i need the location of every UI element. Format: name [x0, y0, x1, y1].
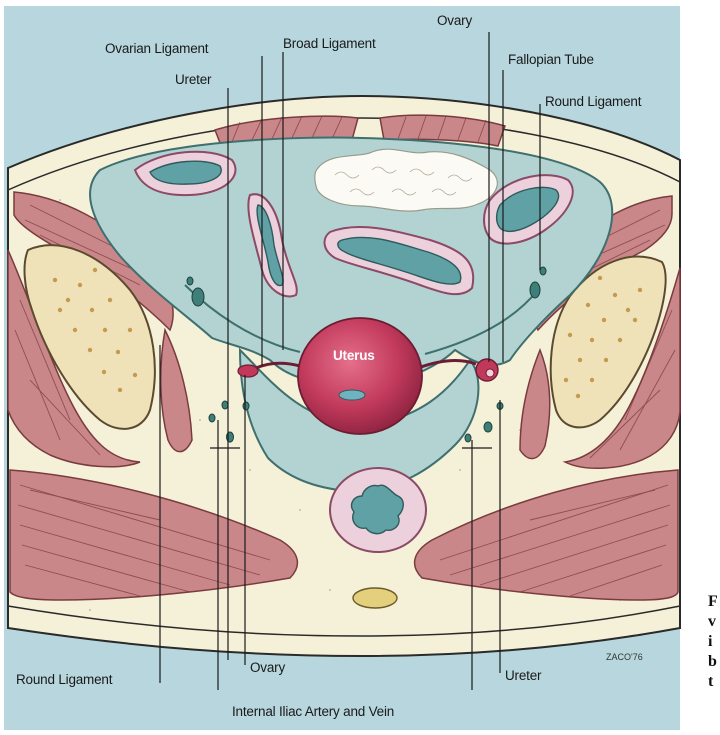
ureter-top-label: Ureter	[175, 72, 212, 87]
skin-band-bottom	[7, 605, 681, 637]
rectum-lumen	[350, 484, 404, 535]
caption-char: b	[708, 653, 717, 670]
round-ligament-left-label: Round Ligament	[16, 672, 113, 687]
bowel-lumen-center	[337, 236, 462, 285]
uterine-cavity	[338, 389, 366, 401]
ovary-right-shape	[417, 358, 499, 382]
fallopian-tube-label: Fallopian Tube	[508, 52, 594, 67]
cropped-caption-text: F v i b t	[708, 592, 720, 692]
rectus-muscle-fibers	[231, 115, 487, 143]
gluteal-muscle-right-outer	[562, 267, 681, 469]
artist-signature: ZACO'76	[606, 652, 643, 662]
iliac-bone-left	[23, 244, 156, 430]
obturator-muscle-right	[519, 347, 551, 460]
gluteus-maximus-left	[9, 469, 299, 601]
coccyx	[352, 587, 398, 609]
caption-char: F	[708, 593, 718, 610]
bowel-lumen-left-vertical	[256, 204, 284, 287]
leader-lines	[159, 32, 541, 690]
skin-band	[7, 117, 681, 191]
bowel-lumen-right	[495, 186, 560, 233]
caption-char: t	[708, 673, 714, 690]
bowel-lumen-left-upper	[149, 160, 222, 185]
caption-char: v	[708, 613, 716, 630]
broad-ligament-right-band	[424, 289, 539, 355]
round-ligament-right-label: Round Ligament	[545, 94, 642, 109]
caption-char: i	[708, 633, 713, 650]
uterus-shape	[297, 317, 423, 435]
ovary-bottom-label: Ovary	[250, 660, 285, 675]
rectus-muscle-right	[379, 114, 506, 147]
omentum-fat	[314, 148, 498, 212]
gluteus-fibers	[17, 484, 671, 597]
obturator-muscle-left	[160, 327, 193, 453]
ovary-left-shape	[237, 361, 301, 378]
iliac-bone-right	[549, 255, 667, 429]
ovary-top-label: Ovary	[437, 13, 472, 28]
broad-ligament-label: Broad Ligament	[283, 36, 376, 51]
uterus-label: Uterus	[333, 348, 375, 363]
ureter-bottom-label: Ureter	[505, 668, 542, 683]
internal-iliac-label: Internal Iliac Artery and Vein	[232, 704, 394, 719]
gluteus-maximus-right	[413, 469, 679, 601]
omentum-texture	[334, 166, 473, 196]
ovarian-ligament-label: Ovarian Ligament	[105, 41, 209, 56]
